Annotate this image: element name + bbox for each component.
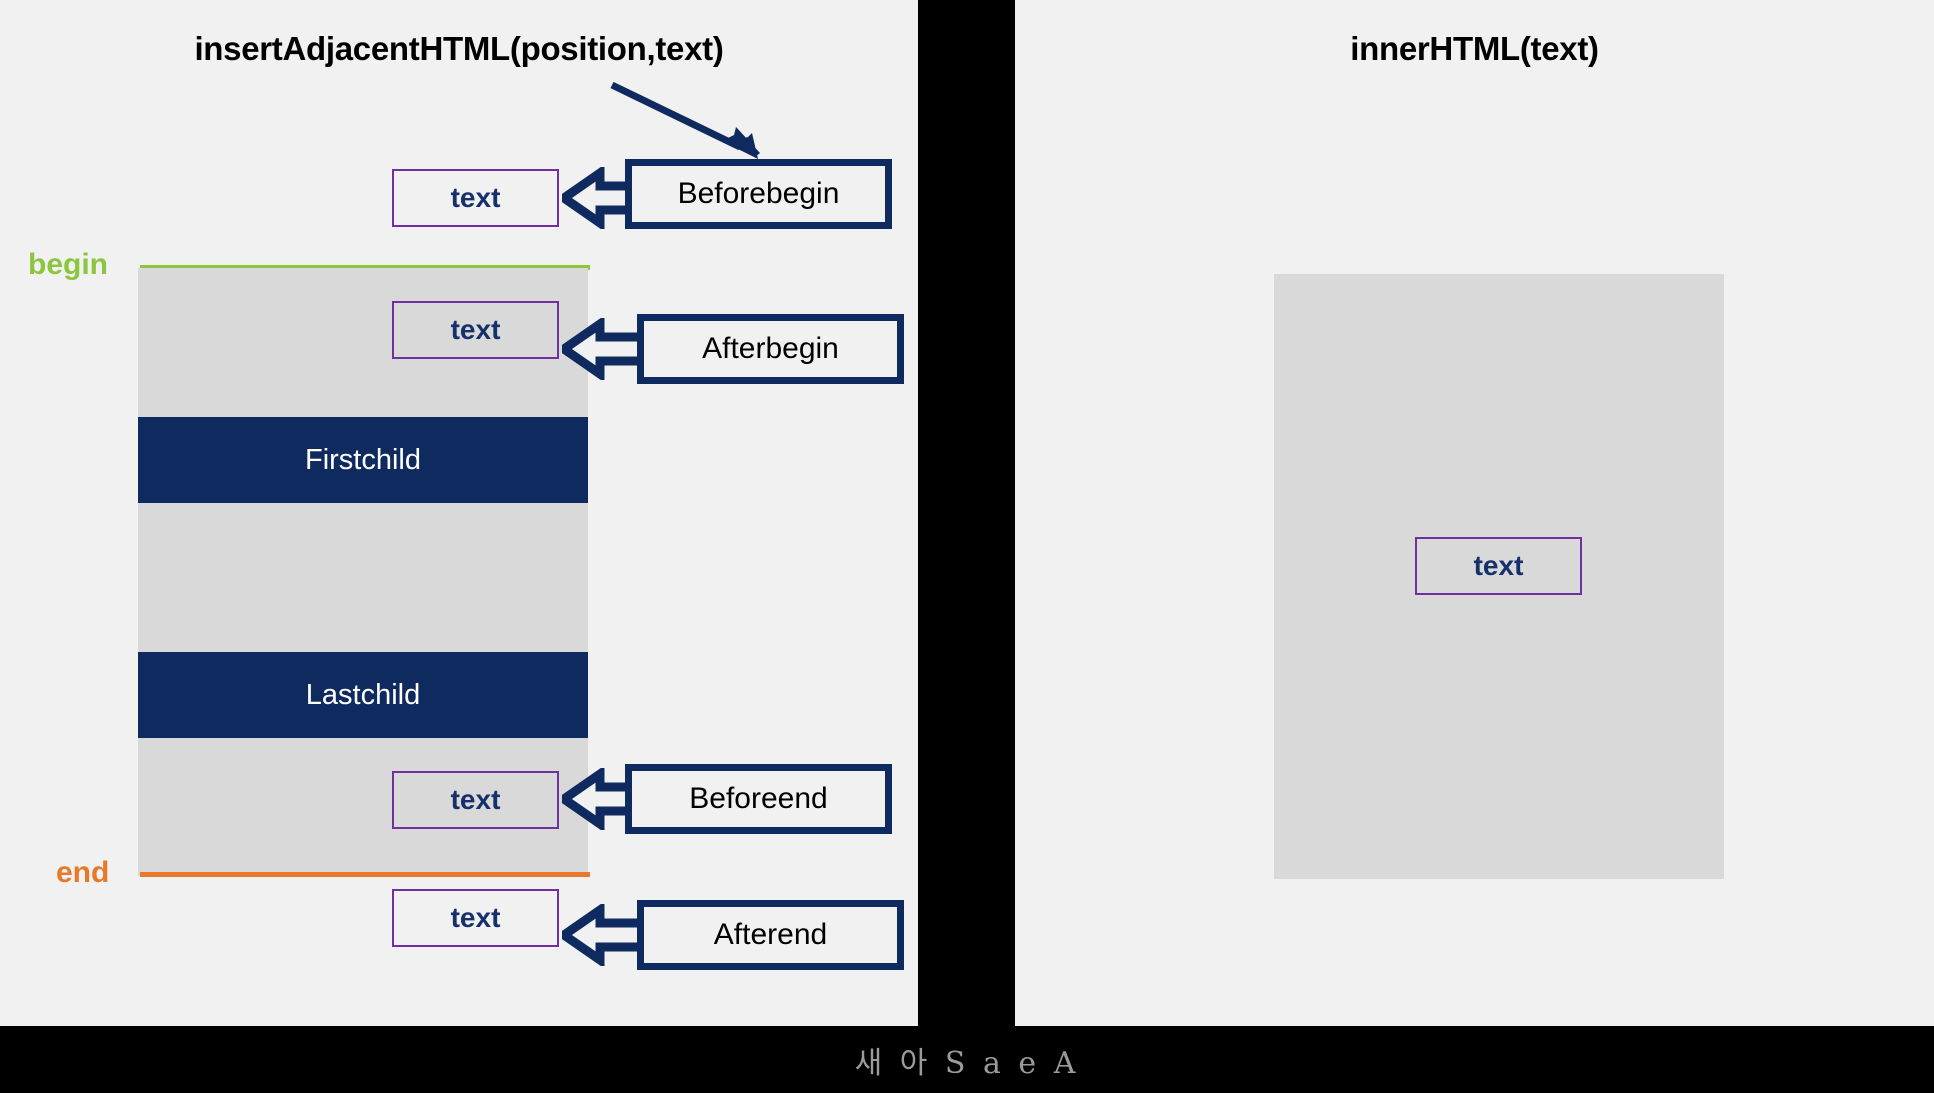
text-box-afterbegin: text <box>392 301 559 359</box>
text-box-beforebegin: text <box>392 169 559 227</box>
firstchild-label: Firstchild <box>304 443 421 476</box>
text-box-afterend: text <box>392 889 559 947</box>
left-panel: insertAdjacentHTML(position,text) begin … <box>0 0 918 1026</box>
text-box-innerhtml: text <box>1415 537 1582 595</box>
end-boundary-line <box>140 872 590 877</box>
end-boundary-label: end <box>56 856 110 889</box>
title-pointer-arrow <box>610 81 760 159</box>
callout-beforebegin: Beforebegin <box>625 159 892 229</box>
lastchild-label: Lastchild <box>305 678 421 711</box>
callout-beforeend: Beforeend <box>625 764 892 834</box>
text-box-beforeend: text <box>392 771 559 829</box>
callout-afterend: Afterend <box>637 900 904 970</box>
watermark: 새 아 S a e A <box>0 1026 1934 1093</box>
callout-afterbegin: Afterbegin <box>637 314 904 384</box>
begin-boundary-line <box>140 265 590 270</box>
right-panel-title: innerHTML(text) <box>1350 30 1599 67</box>
lastchild-block: Lastchild <box>138 652 588 738</box>
left-panel-title: insertAdjacentHTML(position,text) <box>194 30 724 67</box>
firstchild-block: Firstchild <box>138 417 588 503</box>
begin-boundary-label: begin <box>28 248 108 281</box>
